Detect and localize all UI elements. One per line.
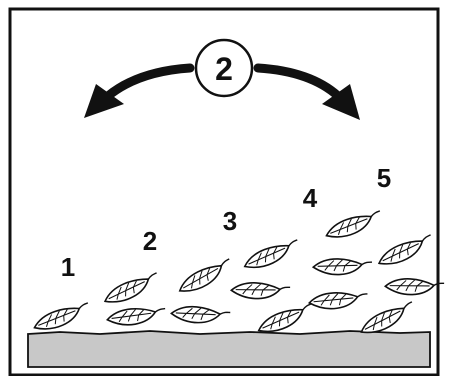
step-label-5: 5 <box>377 163 391 193</box>
frame-border <box>8 7 440 376</box>
step-label-4: 4 <box>303 183 318 213</box>
curved-arrow-left-icon <box>84 63 195 118</box>
callout-circle <box>194 38 254 98</box>
leaf-icon <box>101 272 161 305</box>
leaf-icon <box>106 298 166 333</box>
leaf-icon <box>356 301 417 335</box>
leaf-icon <box>32 302 91 331</box>
leaf-icon <box>241 239 301 270</box>
leaf-icon <box>174 258 235 294</box>
leaf-icon <box>324 210 383 239</box>
leaf-icon <box>255 303 315 334</box>
leaf-pile <box>32 210 445 335</box>
leaf-icon <box>308 281 369 318</box>
step-label-3: 3 <box>223 206 237 236</box>
leaf-icon <box>383 265 445 307</box>
leaf-icon <box>311 246 373 286</box>
leaf-icon <box>229 269 291 311</box>
step-label-2: 2 <box>143 226 157 256</box>
leaf-icon <box>375 234 435 267</box>
ground-strip <box>27 330 431 368</box>
callout-number: 2 <box>215 51 233 87</box>
curved-arrow-right-icon <box>253 63 360 120</box>
step-label-1: 1 <box>61 252 75 282</box>
leaf-icon <box>169 292 232 335</box>
